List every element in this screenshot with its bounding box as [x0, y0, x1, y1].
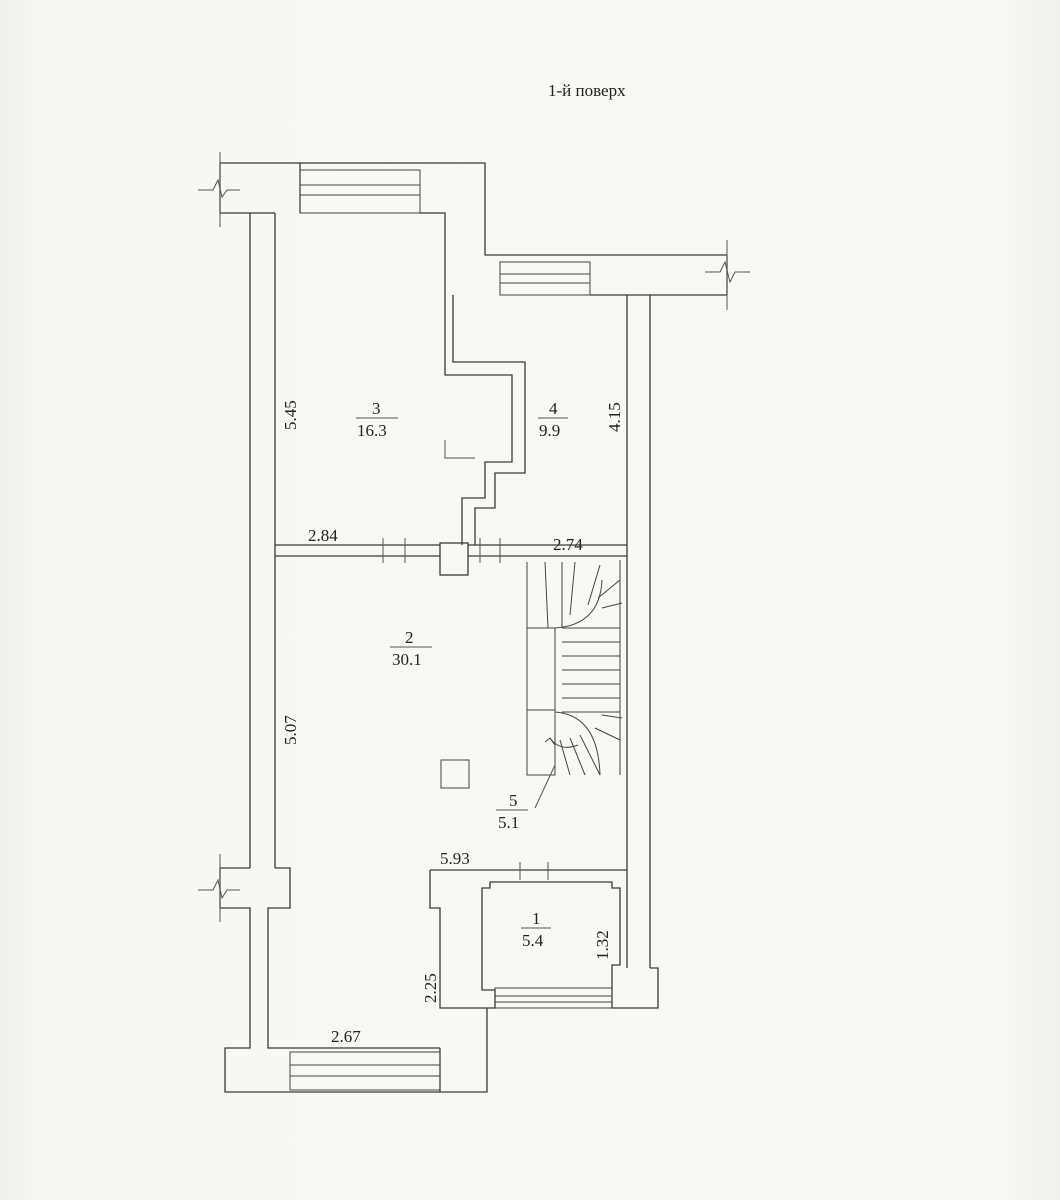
room-3-area: 16.3: [357, 421, 387, 440]
dim-room3-width: 2.84: [308, 526, 338, 545]
windows: [289, 169, 613, 1091]
dim-bottom-width: 2.67: [331, 1027, 361, 1046]
room-4-number: 4: [549, 399, 558, 418]
chimney-fixture: [440, 759, 470, 789]
dimension-labels: 5.45 4.15 2.84 2.74 5.07 5.93 1.32 2.25 …: [281, 400, 624, 1046]
dim-room4-width: 2.74: [553, 535, 583, 554]
dim-room1-height: 1.32: [593, 930, 612, 960]
interior-walls: [275, 295, 627, 1009]
room-1-number: 1: [532, 909, 541, 928]
staircase: [526, 560, 623, 809]
dim-room2-width: 5.93: [440, 849, 470, 868]
room-2-number: 2: [405, 628, 414, 647]
room-3-number: 3: [372, 399, 381, 418]
room-2-area: 30.1: [392, 650, 422, 669]
outer-walls: [198, 152, 750, 1093]
room-labels: 3 16.3 4 9.9 2 30.1 5 5.1 1 5.4: [356, 399, 568, 950]
dim-vestibule-height: 2.25: [421, 973, 440, 1003]
dim-room3-height: 5.45: [281, 400, 300, 430]
dim-room4-height: 4.15: [605, 402, 624, 432]
room-5-area: 5.1: [498, 813, 519, 832]
room-1-area: 5.4: [522, 931, 544, 950]
room-5-number: 5: [509, 791, 518, 810]
plan-title: 1-й поверх: [548, 81, 626, 100]
room-4-area: 9.9: [539, 421, 560, 440]
dim-room2-height: 5.07: [281, 715, 300, 745]
